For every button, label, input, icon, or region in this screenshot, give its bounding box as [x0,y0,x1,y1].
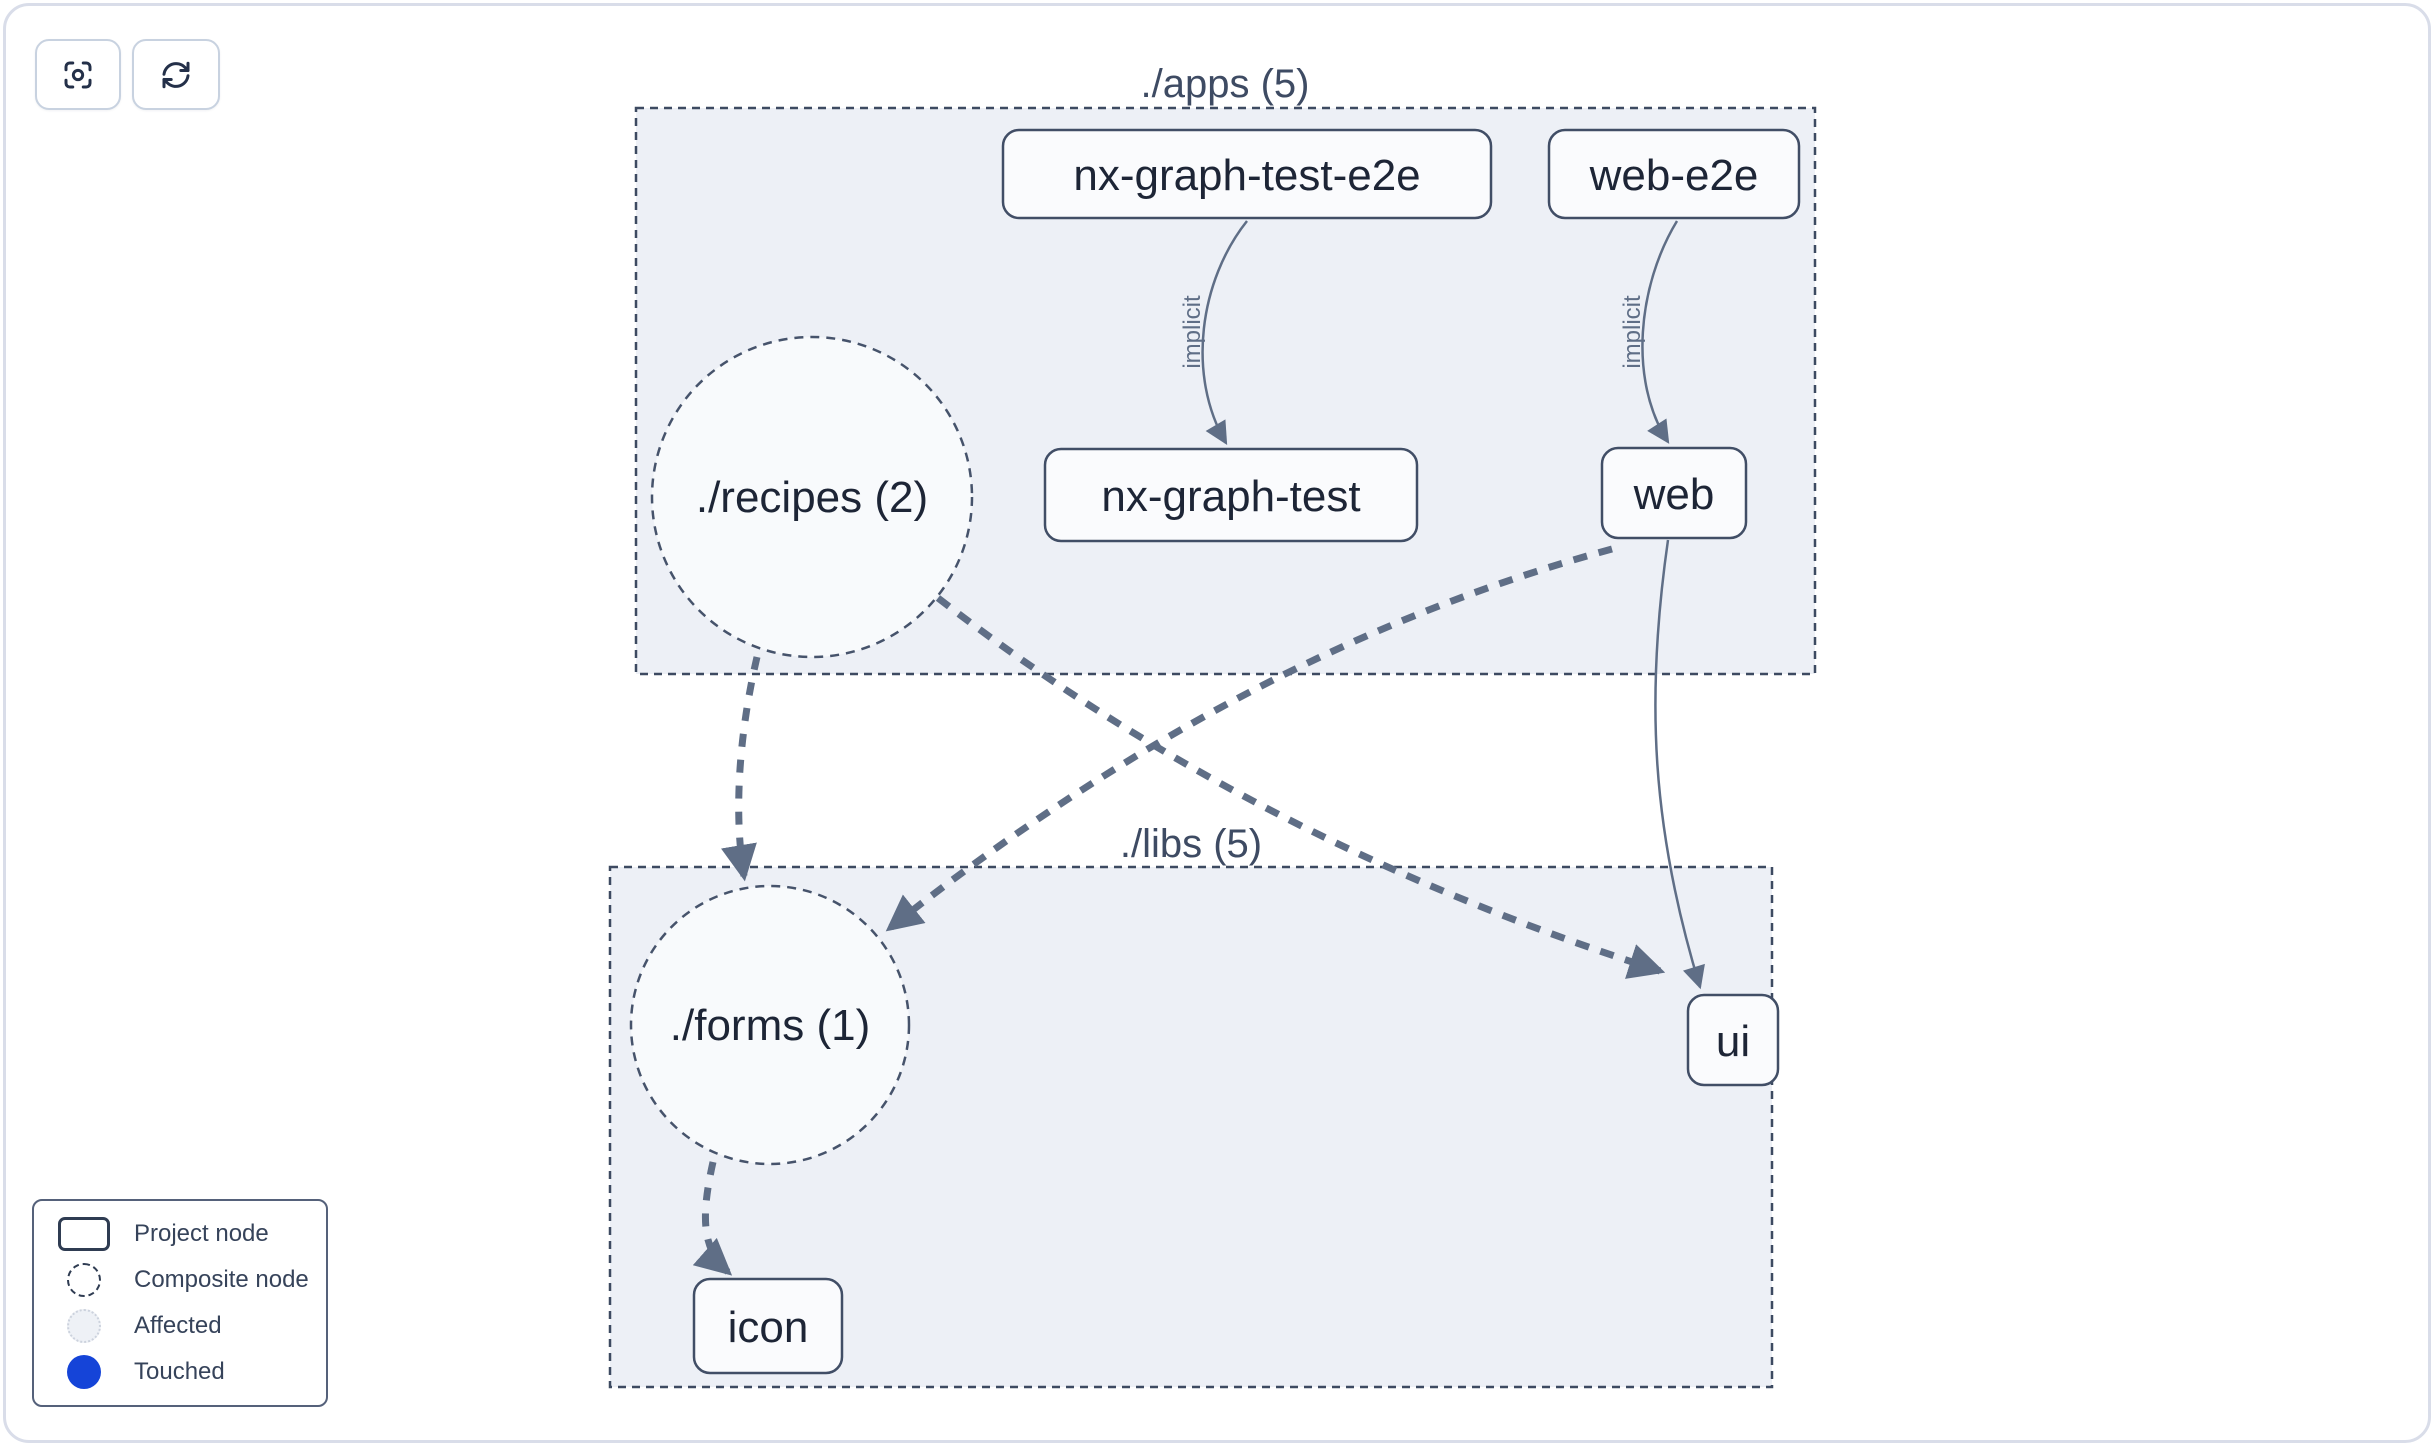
legend-row-composite-node: Composite node [34,1263,326,1297]
node-icon-label: icon [728,1303,809,1352]
node-web-label: web [1633,470,1715,519]
composite-node-swatch [67,1263,101,1297]
group-apps-title: ./apps (5) [1141,62,1310,106]
composite-node-forms-label: ./forms (1) [670,1001,870,1050]
legend-row-affected: Affected [34,1309,326,1343]
project-node-swatch [58,1217,110,1251]
node-nx-graph-test-e2e-label: nx-graph-test-e2e [1073,151,1420,200]
group-libs-title: ./libs (5) [1120,822,1262,866]
legend-label-touched: Touched [134,1358,225,1385]
node-nx-graph-test-e2e[interactable]: nx-graph-test-e2e [1001,128,1493,220]
edge-web-to-forms [885,545,1613,932]
node-ui[interactable]: ui [1686,993,1780,1087]
focus-target-icon [64,61,92,88]
refresh-icon [162,61,190,88]
legend-label-composite-node: Composite node [134,1266,309,1293]
edge-recipes-to-ui [935,595,1666,979]
node-icon[interactable]: icon [692,1277,844,1375]
edge-recipes-to-forms [720,656,761,882]
node-web-e2e[interactable]: web-e2e [1547,128,1801,220]
edge-nx-graph-test-e2e-to-nx-graph-test [1201,220,1248,445]
edge-forms-to-icon [692,1161,733,1276]
touched-swatch [67,1355,101,1389]
edge-web-to-ui [1654,539,1705,990]
affected-swatch [67,1309,101,1343]
node-nx-graph-test[interactable]: nx-graph-test [1043,447,1419,543]
edge-web-e2e-to-web [1641,220,1679,444]
legend: Project node Composite node Affected Tou… [32,1199,328,1407]
node-ui-label: ui [1716,1017,1750,1066]
legend-row-project-node: Project node [34,1217,326,1251]
composite-node-recipes[interactable]: ./recipes (2) [650,335,974,659]
legend-label-affected: Affected [134,1312,222,1339]
edge-label-implicit-1: implicit [1179,295,1206,369]
node-web-e2e-label: web-e2e [1589,151,1759,200]
legend-row-touched: Touched [34,1355,326,1389]
focus-button[interactable] [35,39,121,110]
edge-label-implicit-2: implicit [1619,295,1646,369]
node-nx-graph-test-label: nx-graph-test [1101,472,1360,521]
composite-node-forms[interactable]: ./forms (1) [629,884,911,1166]
refresh-button[interactable] [132,39,220,110]
node-web[interactable]: web [1600,446,1748,540]
legend-label-project-node: Project node [134,1220,269,1247]
composite-node-recipes-label: ./recipes (2) [696,473,928,522]
